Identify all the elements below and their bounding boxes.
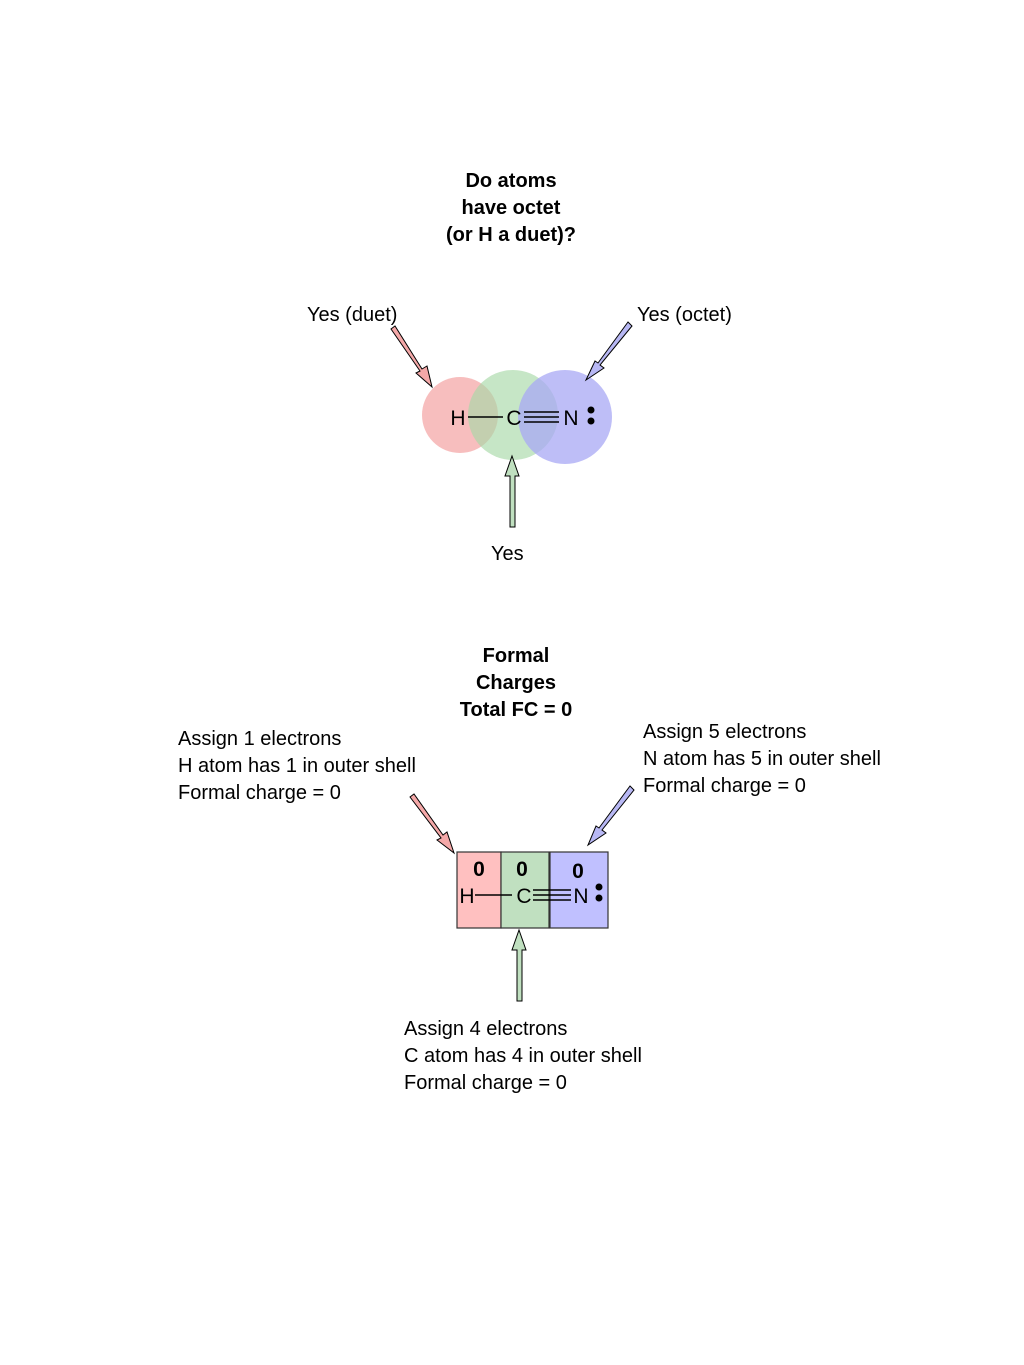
label-yes-duet: Yes (duet) [307, 304, 398, 326]
lone-pair-dot [587, 417, 595, 425]
arrow-to-h-box [409, 793, 455, 855]
octet-molecule: H C N [422, 370, 612, 464]
label-yes: Yes [491, 543, 524, 565]
atom-c: C [506, 407, 521, 430]
octet-title: Do atoms have octet (or H a duet)? [411, 168, 611, 249]
atom-n: N [573, 885, 588, 908]
c-note-line: C atom has 4 in outer shell [404, 1045, 642, 1067]
lone-pair-dot [595, 894, 603, 902]
n-note-line: N atom has 5 in outer shell [643, 748, 881, 770]
arrow-to-n [584, 321, 633, 382]
arrow-to-h [390, 325, 433, 389]
label-yes-octet: Yes (octet) [637, 304, 732, 326]
lone-pair-dot [587, 406, 595, 414]
charge-h: 0 [473, 858, 485, 881]
atom-c: C [516, 885, 531, 908]
h-note-line: Assign 1 electrons [178, 728, 342, 750]
atom-n: N [563, 407, 578, 430]
atom-h: H [450, 407, 465, 430]
octet-title-line: Do atoms [465, 170, 557, 192]
c-note-line: Assign 4 electrons [404, 1018, 568, 1040]
atom-h: H [459, 885, 474, 908]
fc-title-line: Total FC = 0 [459, 699, 573, 721]
c-note-line: Formal charge = 0 [404, 1072, 567, 1094]
n-note: Assign 5 electrons N atom has 5 in outer… [643, 719, 881, 800]
n-note-line: Assign 5 electrons [643, 721, 807, 743]
charge-n: 0 [572, 860, 584, 883]
arrow-to-n-box [586, 785, 635, 847]
h-note: Assign 1 electrons H atom has 1 in outer… [178, 726, 416, 807]
lone-pair-dot [595, 883, 603, 891]
octet-title-line: have octet [461, 197, 561, 219]
c-note: Assign 4 electrons C atom has 4 in outer… [404, 1016, 642, 1097]
n-circle [518, 370, 612, 464]
h-box [456, 851, 502, 929]
c-n-triple-bond [533, 889, 571, 901]
fc-title-line: Formal [482, 645, 550, 667]
arrow-to-c [504, 454, 520, 528]
arrow-to-c-box [511, 928, 527, 1002]
h-note-line: Formal charge = 0 [178, 782, 341, 804]
fc-title: Formal Charges Total FC = 0 [416, 643, 616, 724]
fc-title-line: Charges [475, 672, 557, 694]
fc-molecule: 0 0 0 H C N [456, 851, 609, 929]
octet-title-line: (or H a duet)? [446, 224, 576, 246]
h-note-line: H atom has 1 in outer shell [178, 755, 416, 777]
charge-c: 0 [516, 858, 528, 881]
n-note-line: Formal charge = 0 [643, 775, 806, 797]
c-n-triple-bond [524, 411, 559, 423]
